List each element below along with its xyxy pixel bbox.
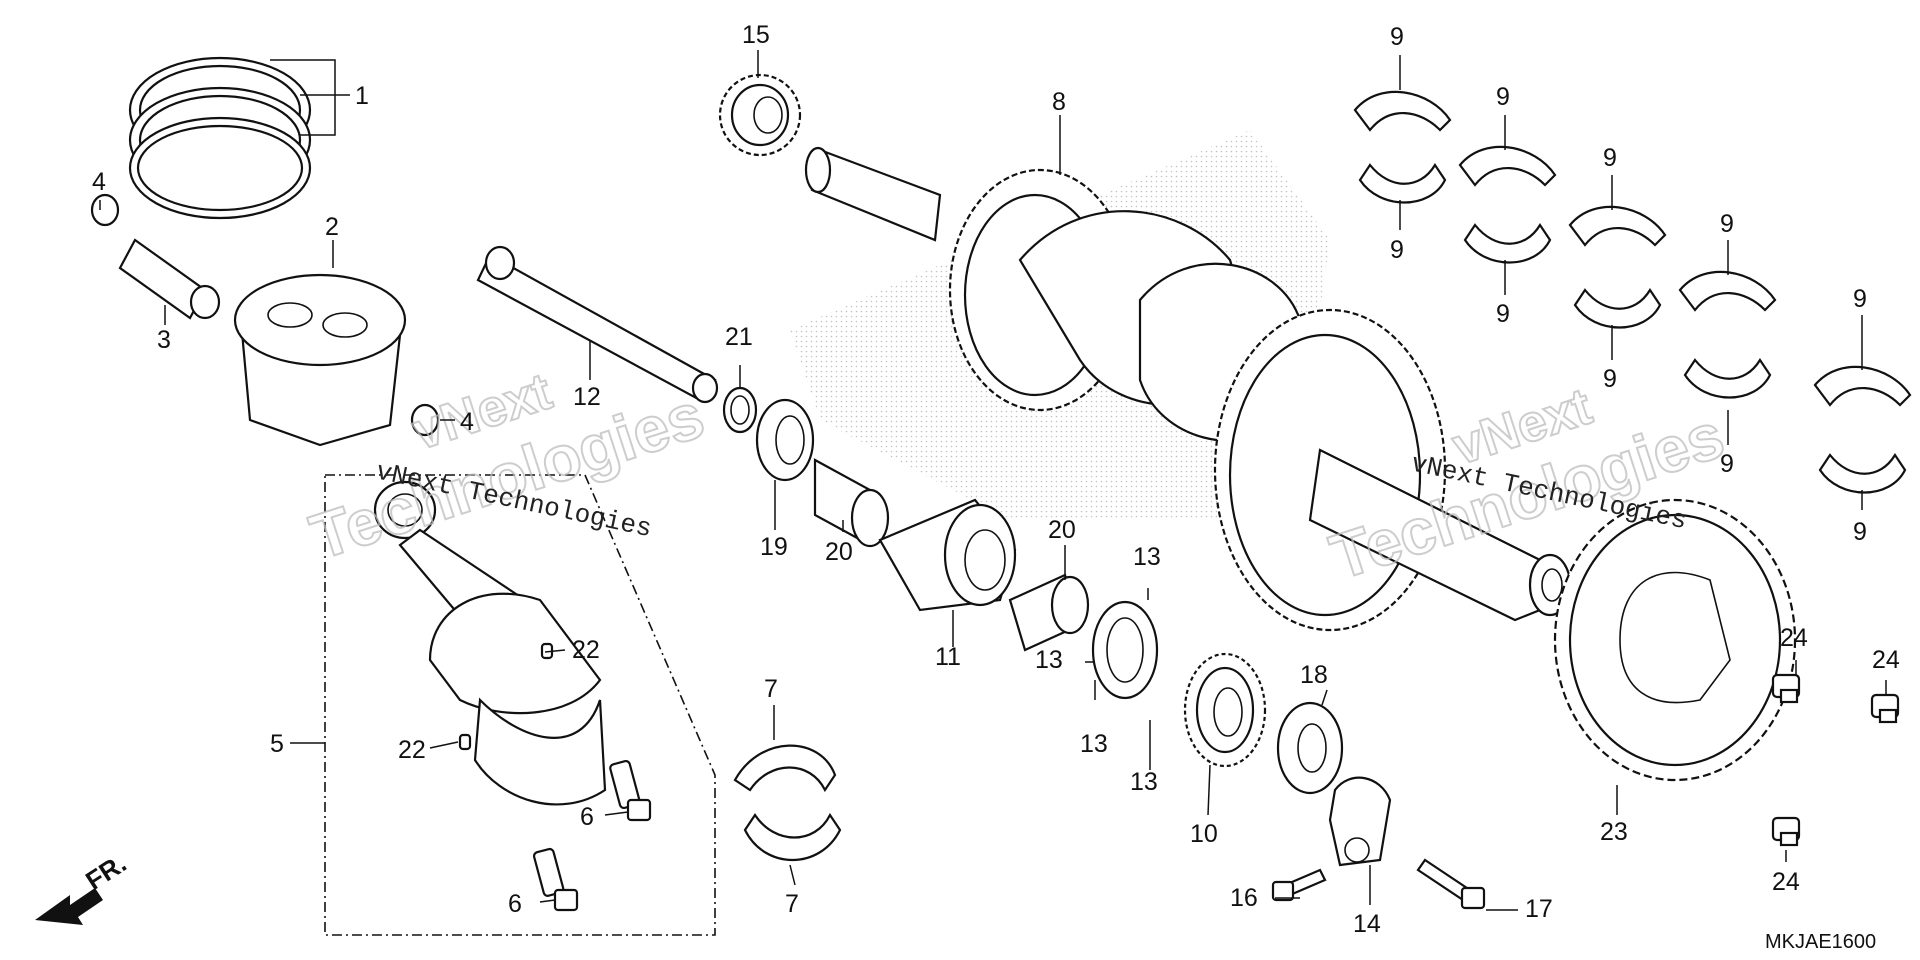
callout-5: 5 <box>270 730 284 758</box>
needle-bearing-lower <box>1008 573 1090 652</box>
connecting-rod <box>373 480 607 806</box>
piston-pin <box>118 238 221 320</box>
callout-15: 15 <box>742 21 770 49</box>
tensioner-arm <box>1328 776 1392 867</box>
needle-bearing-upper <box>813 458 890 548</box>
callout-6-right: 6 <box>580 803 594 831</box>
diagram-code: MKJAE1600 <box>1765 931 1876 953</box>
callout-labels: 1 2 3 4 4 5 6 6 7 7 8 9 9 9 9 9 9 9 9 9 … <box>92 21 1900 938</box>
callout-17: 17 <box>1525 895 1553 923</box>
callout-9-e: 9 <box>1603 144 1617 172</box>
callout-12: 12 <box>573 383 601 411</box>
circlip-upper <box>90 193 120 227</box>
rod-bolt-left <box>532 847 579 912</box>
piston <box>233 273 407 447</box>
drive-gear-boss <box>878 498 1017 612</box>
svg-text:FR.: FR. <box>80 848 131 896</box>
bolt-16 <box>1271 868 1327 902</box>
callout-7-upper: 7 <box>764 675 778 703</box>
callout-13-left: 13 <box>1035 646 1063 674</box>
piston-rings <box>128 56 312 220</box>
main-bearing-1 <box>1353 90 1452 204</box>
timing-sprocket <box>718 73 802 157</box>
callout-19: 19 <box>760 533 788 561</box>
callout-9-c: 9 <box>1496 83 1510 111</box>
callout-3: 3 <box>157 326 171 354</box>
primary-drive-gear <box>1183 652 1267 768</box>
callout-20-upper: 20 <box>825 538 853 566</box>
rod-bearing-shells <box>733 744 842 861</box>
callout-22-lower: 22 <box>398 736 426 764</box>
callout-9-g: 9 <box>1720 210 1734 238</box>
main-bearing-5 <box>1813 365 1912 494</box>
bolt-17 <box>1416 858 1486 910</box>
rod-bolt-right <box>609 759 652 822</box>
callout-10: 10 <box>1190 820 1218 848</box>
knock-pin-lower <box>458 733 472 751</box>
callout-11: 11 <box>935 643 961 671</box>
callout-9-d: 9 <box>1496 300 1510 328</box>
callout-9-f: 9 <box>1603 365 1617 393</box>
front-direction-marker: FR. <box>35 848 132 925</box>
damper-rubber-ring <box>1091 600 1159 700</box>
pulser-rotor <box>1553 498 1797 782</box>
main-bearing-2 <box>1458 145 1557 264</box>
bolt-24-b <box>1870 693 1900 724</box>
callout-14: 14 <box>1353 910 1381 938</box>
callout-22-upper: 22 <box>572 636 600 664</box>
callout-8: 8 <box>1052 88 1066 116</box>
bolt-24-a <box>1771 673 1801 704</box>
callout-9-b: 9 <box>1390 236 1404 264</box>
callout-16: 16 <box>1230 884 1258 912</box>
callout-6-left: 6 <box>508 890 522 918</box>
callout-2: 2 <box>325 213 339 241</box>
callout-24-c: 24 <box>1772 868 1800 896</box>
callout-9-j: 9 <box>1853 518 1867 546</box>
callout-24-a: 24 <box>1780 624 1808 652</box>
leader-lines <box>99 50 1887 911</box>
callout-20-lower: 20 <box>1048 516 1076 544</box>
callout-18: 18 <box>1300 661 1328 689</box>
bolt-24-c <box>1771 816 1801 847</box>
callout-9-i: 9 <box>1853 285 1867 313</box>
washer-19 <box>755 398 815 482</box>
callout-13-bottom: 13 <box>1130 768 1158 796</box>
callout-24-b: 24 <box>1872 646 1900 674</box>
callout-9-a: 9 <box>1390 23 1404 51</box>
callout-4-lower: 4 <box>460 408 474 436</box>
thrust-washer-21 <box>722 386 758 434</box>
callout-1: 1 <box>355 82 369 110</box>
conrod-group-box <box>324 474 716 936</box>
main-bearing-4 <box>1678 270 1777 399</box>
callout-13-mid: 13 <box>1080 730 1108 758</box>
callout-9-h: 9 <box>1720 450 1734 478</box>
washer-18 <box>1276 701 1344 795</box>
callout-4-upper: 4 <box>92 168 106 196</box>
circlip-lower <box>410 403 440 437</box>
callout-7-lower: 7 <box>785 890 799 918</box>
balancer-shaft <box>476 245 719 404</box>
crankshaft <box>804 146 1572 632</box>
callout-23: 23 <box>1600 818 1628 846</box>
main-bearing-3 <box>1568 205 1667 329</box>
callout-21: 21 <box>725 323 753 351</box>
callout-13-top: 13 <box>1133 543 1161 571</box>
